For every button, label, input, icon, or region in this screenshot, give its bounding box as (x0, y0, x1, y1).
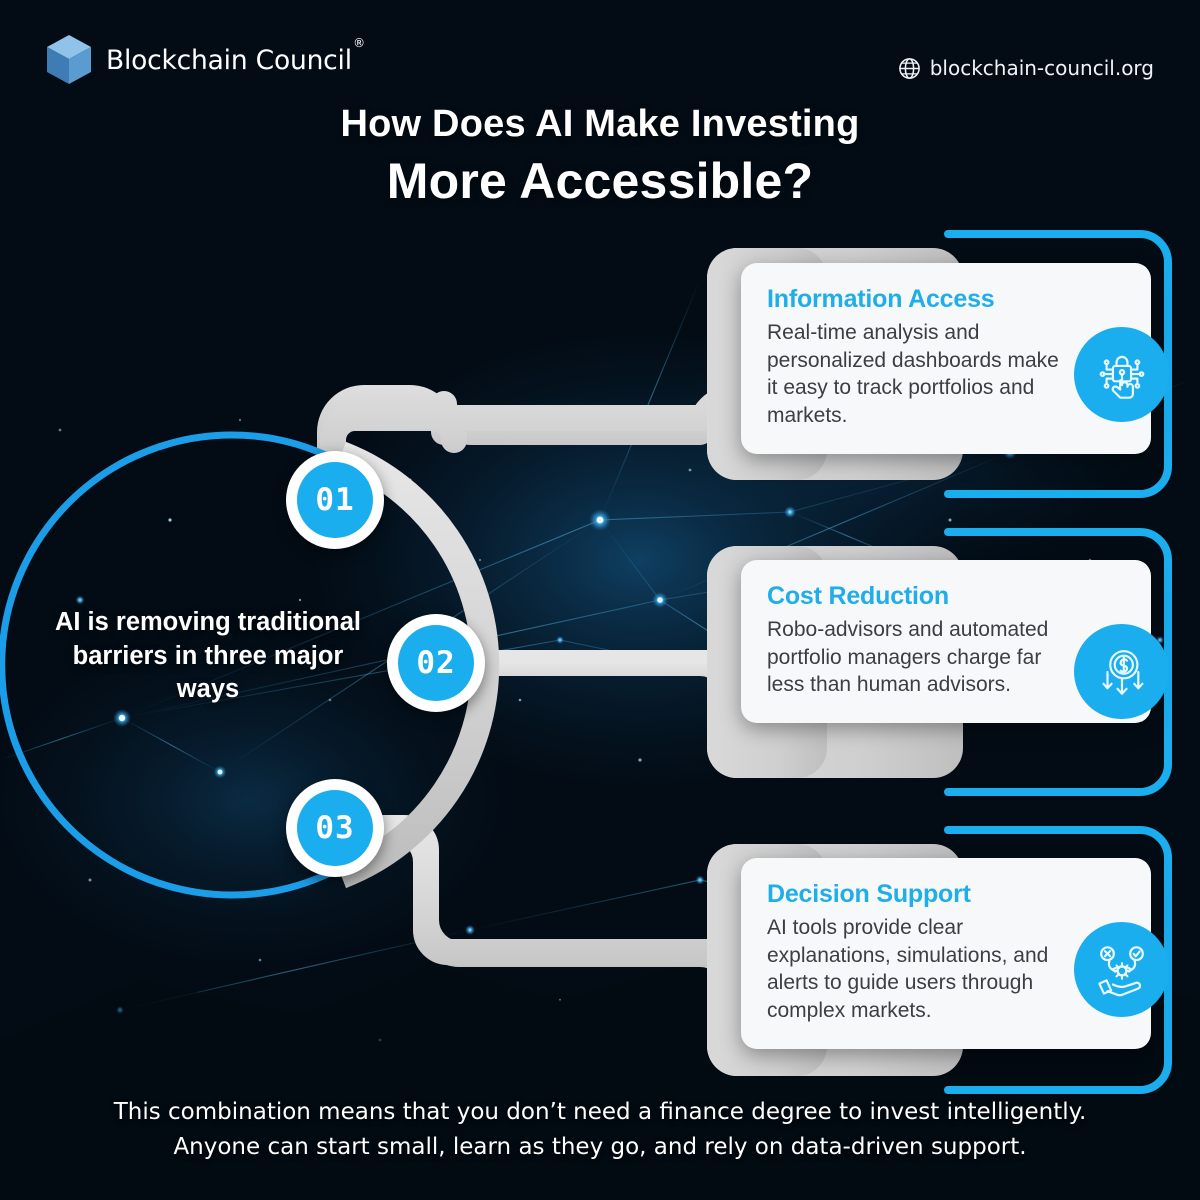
step-marker-01[interactable]: 01 (286, 451, 384, 549)
step-number-01: 01 (297, 462, 373, 538)
center-statement: AI is removing traditional barriers in t… (54, 608, 362, 704)
cube-icon (47, 35, 91, 84)
right-ring-arc (335, 441, 500, 889)
card-body: Robo-advisors and automated portfolio ma… (767, 618, 1049, 697)
step-marker-03[interactable]: 03 (286, 779, 384, 877)
website-link[interactable]: blockchain-council.org (898, 56, 1154, 80)
dollar-coin-down-arrows-icon (1074, 624, 1169, 719)
globe-icon (898, 57, 920, 79)
brand-name-label: Blockchain Council (106, 44, 352, 76)
footer-line-2: Anyone can start small, learn as they go… (173, 1133, 1027, 1160)
header: Blockchain Council ® blockchain-council.… (0, 0, 1200, 100)
left-circle-arc (0, 431, 340, 899)
card-title: Information Access (767, 285, 995, 313)
website-label: blockchain-council.org (929, 56, 1154, 80)
step-number-02: 02 (398, 625, 474, 701)
step-card-information-access[interactable]: Information Access Real-time analysis an… (741, 263, 1151, 454)
step-marker-02[interactable]: 02 (387, 614, 485, 712)
card-title: Cost Reduction (767, 582, 949, 610)
title-line-2: More Accessible? (386, 153, 814, 209)
registered-mark: ® (353, 35, 365, 50)
footer-note: This combination means that you don’t ne… (0, 1095, 1200, 1164)
lock-circuit-touch-icon (1074, 327, 1169, 422)
footer-line-1: This combination means that you don’t ne… (113, 1099, 1087, 1125)
title-line-1: How Does AI Make Investing (340, 103, 860, 145)
card-body: AI tools provide clear explanations, sim… (767, 916, 1049, 1023)
hand-gear-decision-icon (1074, 922, 1169, 1017)
page-title: How Does AI Make Investing More Accessib… (0, 103, 1200, 210)
brand-name: Blockchain Council ® (106, 36, 365, 76)
card-body: Real-time analysis and personalized dash… (767, 321, 1059, 428)
step-number-03: 03 (297, 790, 373, 866)
card-title: Decision Support (767, 880, 971, 908)
brand-logo[interactable]: Blockchain Council ® (46, 34, 365, 86)
